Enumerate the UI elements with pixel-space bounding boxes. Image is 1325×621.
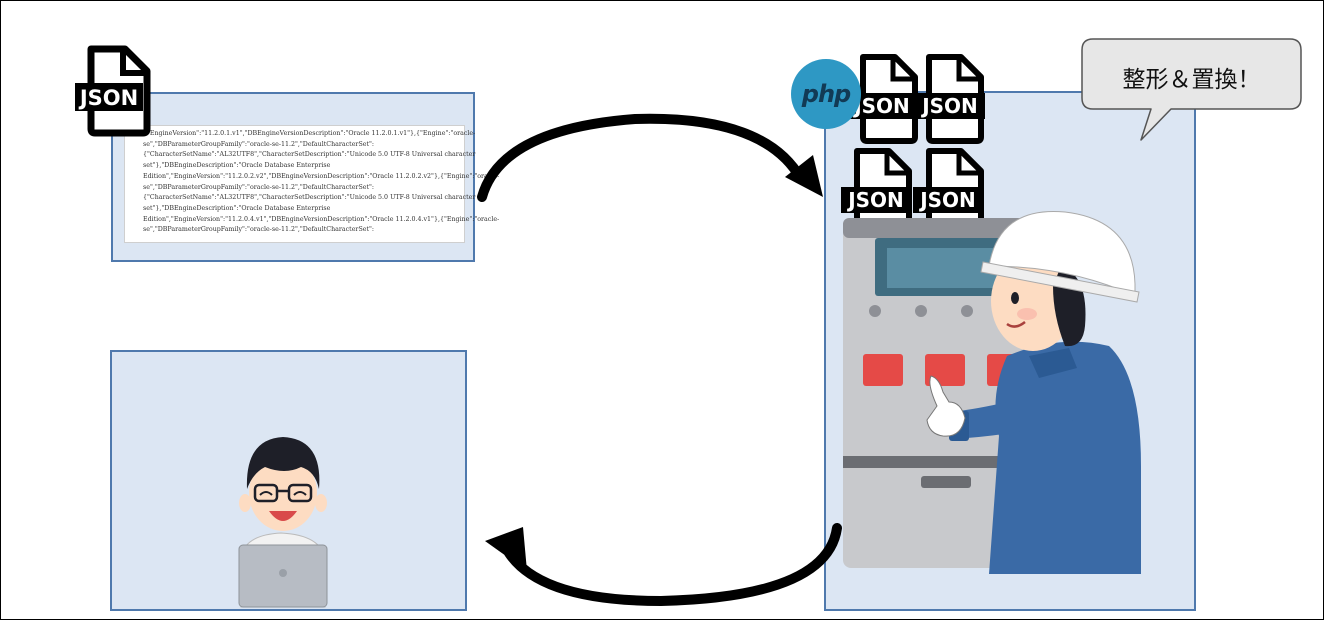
json-line: {"CharacterSetName":"AL32UTF8","Characte… [143,151,476,159]
json-line: {"CharacterSetName":"AL32UTF8","Characte… [143,194,476,202]
json-file-icon: JSON [73,45,153,137]
json-file-icon: JSON [913,53,993,145]
json-line: se","DBParameterGroupFamily":"oracle-se-… [143,183,375,191]
json-line: set"},"DBEngineDescription":"Oracle Data… [143,162,331,170]
json-stack-label: JSON [918,188,976,212]
json-line: se","DBParameterGroupFamily":"oracle-se-… [143,226,375,234]
json-line: set"},"DBEngineDescription":"Oracle Data… [143,204,331,212]
speech-bubble-text: 整形＆置換！ [1122,67,1261,93]
happy-user-laptop-illustration [238,437,328,608]
json-stack-label: JSON [852,94,910,118]
json-file-icon: JSON [847,53,921,145]
json-stack-label: JSON [920,94,978,118]
json-line: Edition","EngineVersion":"11.2.0.2.v2","… [143,172,500,180]
worker-illustration [843,210,1141,574]
speech-bubble: 整形＆置換！ [1081,38,1302,141]
json-file-icon: JSON [837,147,917,230]
json-line: {"EngineVersion":"11.2.0.1.v1","DBEngine… [143,130,476,137]
php-logo: php [791,59,861,129]
json-line: se","DBParameterGroupFamily":"oracle-se-… [143,140,375,148]
json-file-label: JSON [78,86,138,110]
json-file-icon: JSON [905,147,989,230]
json-stack-label: JSON [846,188,904,212]
json-text-preview: {"EngineVersion":"11.2.0.1.v1","DBEngine… [124,125,500,243]
json-line: Edition","EngineVersion":"11.2.0.4.v1","… [143,215,500,223]
